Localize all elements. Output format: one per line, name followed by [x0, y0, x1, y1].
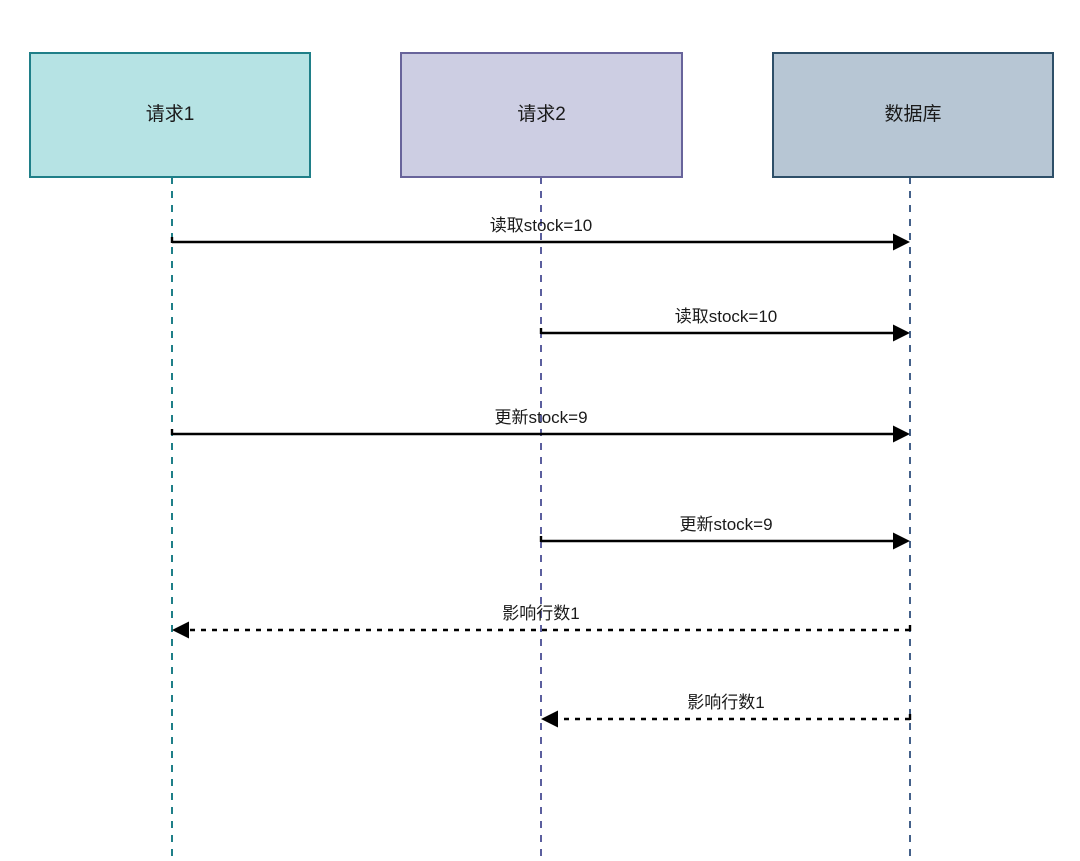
message-label-2: 读取stock=10	[675, 307, 778, 326]
participant-label-db: 数据库	[884, 103, 941, 125]
message-label-3: 更新stock=9	[494, 408, 587, 427]
participants-group: 请求1 请求2 数据库	[29, 52, 1054, 178]
message-2[interactable]: 读取stock=10	[539, 307, 910, 342]
participant-box-db[interactable]	[772, 52, 1054, 178]
message-arrowhead-3	[893, 425, 910, 443]
participant-db[interactable]: 数据库	[772, 52, 1054, 178]
message-arrowhead-6	[541, 710, 558, 728]
participant-req2[interactable]: 请求2	[400, 52, 683, 178]
message-3[interactable]: 更新stock=9	[170, 408, 910, 443]
message-label-6: 影响行数1	[687, 693, 764, 712]
message-label-4: 更新stock=9	[679, 515, 772, 534]
participant-label-req1: 请求1	[146, 103, 195, 125]
message-6[interactable]: 影响行数1	[541, 693, 912, 728]
message-5[interactable]: 影响行数1	[172, 604, 912, 639]
message-4[interactable]: 更新stock=9	[539, 515, 910, 550]
lifelines-group	[171, 177, 911, 861]
participant-box-req2[interactable]	[400, 52, 683, 178]
message-arrowhead-2	[893, 324, 910, 342]
message-label-5: 影响行数1	[502, 604, 579, 623]
messages-group: 读取stock=10 读取stock=10 更新stock=9 更新stock=9 影响…	[170, 216, 912, 728]
message-label-1: 读取stock=10	[490, 216, 593, 235]
message-arrowhead-1	[893, 233, 910, 251]
participant-req1[interactable]: 请求1	[29, 52, 311, 178]
message-1[interactable]: 读取stock=10	[170, 216, 910, 251]
participant-label-req2: 请求2	[517, 103, 566, 125]
participant-box-req1[interactable]	[29, 52, 311, 178]
message-arrowhead-5	[172, 621, 189, 639]
message-arrowhead-4	[893, 532, 910, 550]
